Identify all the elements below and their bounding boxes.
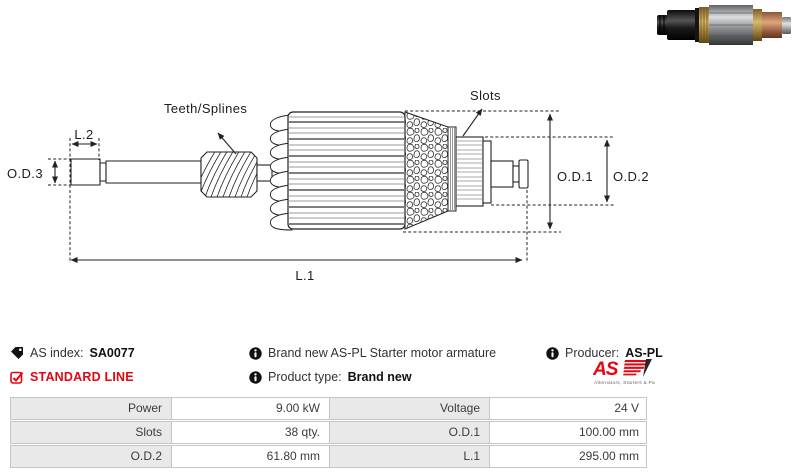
spec-value: 295.00 mm <box>489 446 648 467</box>
table-row: Power 9.00 kW Voltage 24 V <box>10 397 647 420</box>
product-photo <box>657 5 791 45</box>
dim-label-teeth-splines: Teeth/Splines <box>164 101 247 116</box>
standard-line-label: STANDARD LINE <box>30 370 134 384</box>
spec-label: Slots <box>11 422 171 443</box>
info-icon <box>248 370 262 384</box>
table-row: Slots 38 qty. O.D.1 100.00 mm <box>10 421 647 444</box>
as-index-value: SA0077 <box>89 346 135 360</box>
dim-label-l1: L.1 <box>295 268 314 283</box>
aspl-logo-text: AS <box>593 359 619 380</box>
product-type-value: Brand new <box>347 370 412 384</box>
spec-label: O.D.2 <box>11 446 171 467</box>
spec-value: 9.00 kW <box>171 398 329 419</box>
producer-row: Producer: AS-PL <box>545 345 663 361</box>
spec-label: Voltage <box>329 398 489 419</box>
dim-label-od3: O.D.3 <box>7 166 43 181</box>
spec-label: L.1 <box>329 446 489 467</box>
product-description: Brand new AS-PL Starter motor armature <box>268 346 497 360</box>
armature-shaft <box>70 158 202 186</box>
dimension-arrows <box>52 108 610 263</box>
spline-section <box>200 151 273 198</box>
as-index-row: AS index: SA0077 <box>10 345 135 361</box>
spec-value: 38 qty. <box>171 422 329 443</box>
product-type-row: Product type: Brand new <box>248 369 412 385</box>
dim-label-od1: O.D.1 <box>557 169 593 184</box>
dim-label-od2: O.D.2 <box>613 169 649 184</box>
spec-label: Power <box>11 398 171 419</box>
commutator-section <box>404 111 529 230</box>
spec-value: 24 V <box>489 398 648 419</box>
aspl-logo-sail <box>643 359 652 377</box>
info-icon <box>545 346 559 360</box>
aspl-logo-stripes <box>622 360 650 376</box>
tag-icon <box>10 346 24 360</box>
aspl-logo: AS Alternators, Starters & Parts <box>593 359 655 386</box>
dim-label-l2: L.2 <box>74 127 93 142</box>
checkbox-checked-icon <box>10 370 24 384</box>
description-row: Brand new AS-PL Starter motor armature <box>248 345 496 361</box>
spec-label: O.D.1 <box>329 422 489 443</box>
as-index-label: AS index: <box>30 346 84 360</box>
producer-value: AS-PL <box>625 346 663 360</box>
armature-core <box>269 111 406 231</box>
armature-technical-drawing: L.2 O.D.3 Teeth/Splines Slots O.D.1 O.D.… <box>7 5 791 283</box>
standard-line-row: STANDARD LINE <box>10 369 134 385</box>
spec-table: Power 9.00 kW Voltage 24 V Slots 38 qty.… <box>10 397 647 469</box>
product-type-label: Product type: <box>268 370 342 384</box>
dim-label-slots: Slots <box>470 88 501 103</box>
producer-label: Producer: <box>565 346 620 360</box>
info-icon <box>248 346 262 360</box>
aspl-logo-tagline: Alternators, Starters & Parts <box>594 380 655 386</box>
spec-value: 100.00 mm <box>489 422 648 443</box>
table-row: O.D.2 61.80 mm L.1 295.00 mm <box>10 445 647 468</box>
spec-value: 61.80 mm <box>171 446 329 467</box>
